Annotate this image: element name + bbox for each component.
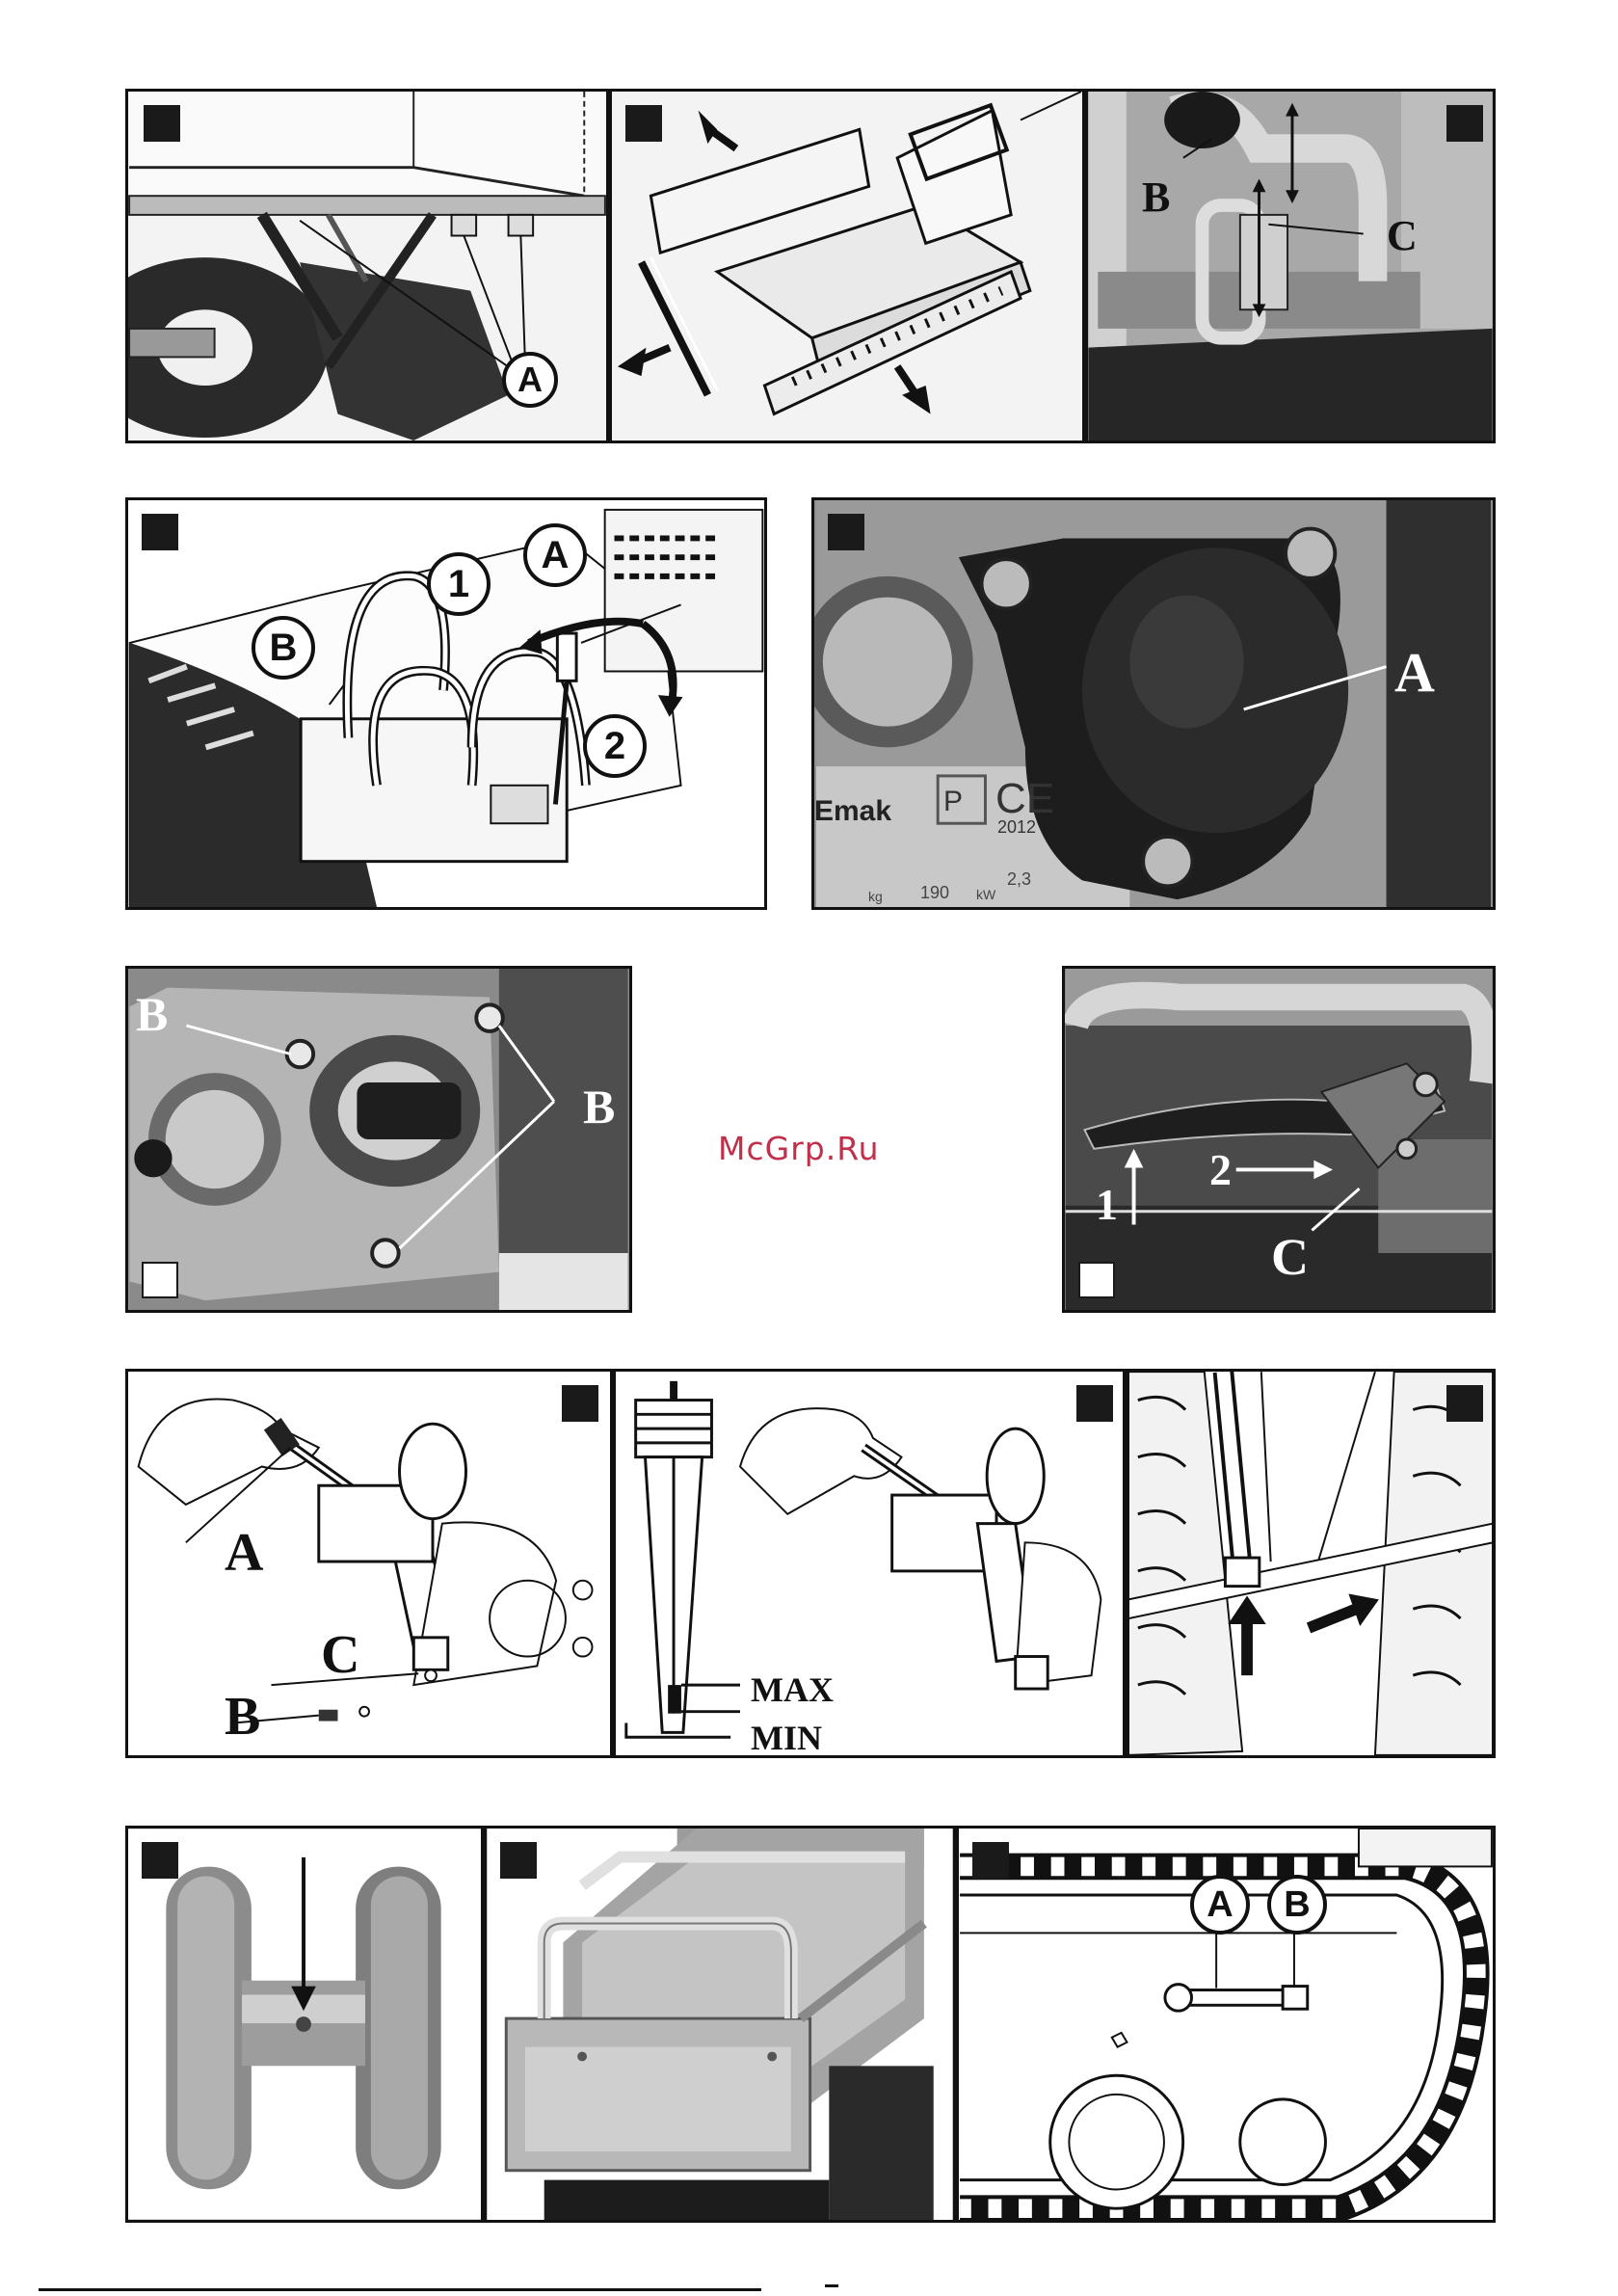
label-c: C xyxy=(1387,215,1418,257)
mark-p: P xyxy=(943,788,963,816)
label-a: A xyxy=(225,1526,263,1580)
label-c: C xyxy=(321,1628,359,1682)
roller-photo xyxy=(128,1829,481,2220)
callout-1: 1 xyxy=(427,552,491,616)
figure-dipstick-level: MAX MIN xyxy=(613,1369,1126,1758)
label-c: C xyxy=(1271,1231,1309,1283)
figure-handle-pin-bc: B C xyxy=(1085,89,1496,443)
label-b-right: B xyxy=(583,1082,615,1131)
dumper-photo xyxy=(487,1829,953,2220)
figure-number-box xyxy=(625,105,662,142)
unit-kg: kg xyxy=(868,890,883,903)
figure-number-box xyxy=(1078,1262,1115,1298)
year: 2012 xyxy=(997,818,1036,836)
callout-b: B xyxy=(1267,1875,1327,1935)
figure-roller-grease-point xyxy=(125,1826,484,2223)
callout-b: B xyxy=(252,616,315,680)
label-min: MIN xyxy=(751,1721,822,1755)
callout-a: A xyxy=(523,523,587,587)
figure-number-box xyxy=(144,105,180,142)
dipstick-level-drawing xyxy=(616,1372,1123,1755)
figure-track-underside: A xyxy=(125,89,609,443)
label-1: 1 xyxy=(1096,1183,1118,1227)
label-b: B xyxy=(1142,176,1170,219)
figure-gearbox-bolts: B B xyxy=(125,966,632,1313)
gearbox-bolts-photo xyxy=(128,969,629,1310)
figure-number-box xyxy=(1076,1385,1113,1422)
callout-2: 2 xyxy=(583,714,647,778)
unit-kw: kW xyxy=(976,888,995,901)
figure-oil-filling: A C B xyxy=(125,1369,613,1758)
footer-mark xyxy=(825,2284,838,2287)
figure-number-box xyxy=(142,1262,178,1298)
label-2: 2 xyxy=(1209,1148,1232,1192)
gearbox-cover-photo xyxy=(814,500,1493,907)
label-a: A xyxy=(1394,645,1435,701)
handle-pin-photo xyxy=(1088,92,1493,441)
mark-ce: CE xyxy=(995,778,1054,820)
callout-a: A xyxy=(1190,1875,1250,1935)
label-b-left: B xyxy=(136,990,168,1038)
oil-filling-drawing xyxy=(128,1372,610,1755)
figure-track-adjuster: A B xyxy=(956,1826,1496,2223)
figure-number-box xyxy=(972,1842,1009,1879)
weight: 190 xyxy=(920,884,949,901)
callout-a: A xyxy=(502,352,558,408)
dumper-bed-drawing xyxy=(612,92,1082,441)
figure-dumper-bed-removal xyxy=(609,89,1085,443)
track-tension-drawing xyxy=(1128,1372,1493,1755)
figure-number-box xyxy=(1446,105,1483,142)
figure-hydraulic-valve: B 1 A 2 xyxy=(125,497,767,910)
figure-lever-release: 1 2 C xyxy=(1062,966,1496,1313)
power: 2,3 xyxy=(1007,870,1031,888)
label-max: MAX xyxy=(751,1672,834,1707)
watermark-text: McGrp.Ru xyxy=(718,1130,880,1167)
footer-rule xyxy=(39,2288,761,2291)
figure-number-box xyxy=(828,514,864,550)
figure-number-box xyxy=(562,1385,598,1422)
figure-number-box xyxy=(142,1842,178,1879)
figure-gearbox-cover: A Emak P CE 2012 kg 190 kW 2,3 xyxy=(811,497,1496,910)
label-b: B xyxy=(225,1690,260,1744)
brand-name: Emak xyxy=(814,797,891,826)
figure-dumper-photo xyxy=(484,1826,956,2223)
figure-number-box xyxy=(1446,1385,1483,1422)
figure-number-box xyxy=(142,514,178,550)
figure-track-tension xyxy=(1126,1369,1496,1758)
figure-number-box xyxy=(500,1842,537,1879)
